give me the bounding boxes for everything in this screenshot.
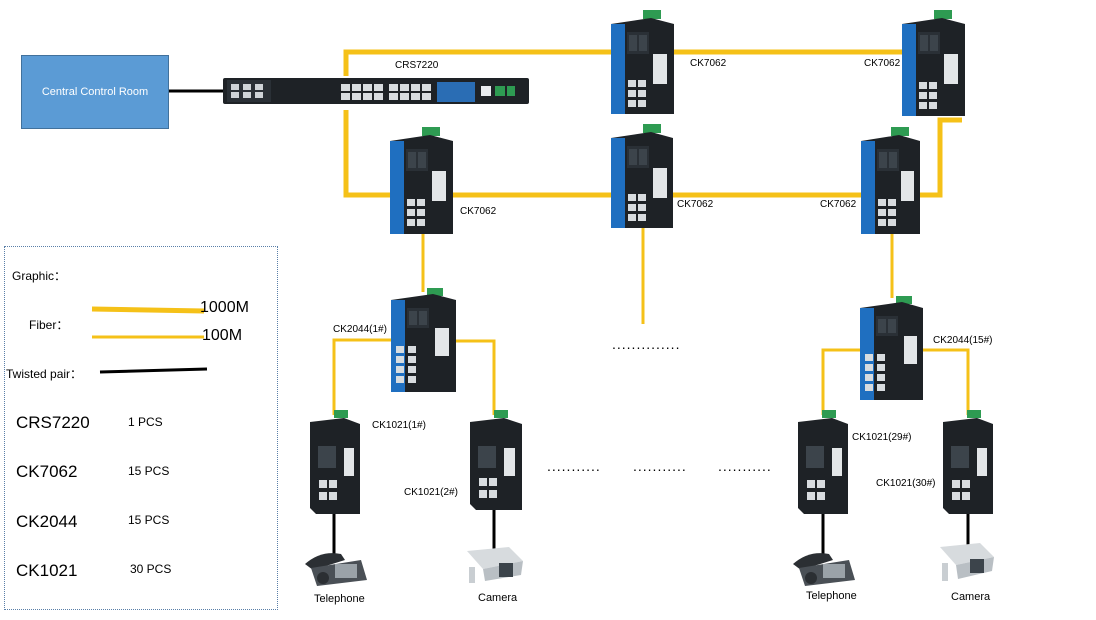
ring-switch-2 bbox=[902, 10, 965, 116]
legend-twisted-swatch bbox=[99, 367, 208, 374]
ellipsis: ........... bbox=[718, 458, 772, 474]
legend-item-count: 15 PCS bbox=[128, 464, 170, 478]
control-room-label: Central Control Room bbox=[41, 86, 149, 98]
edge-converter-1 bbox=[310, 410, 360, 514]
ring-switch-label: CK7062 bbox=[690, 58, 727, 69]
ring-switch-1 bbox=[611, 10, 674, 114]
ellipsis: ........... bbox=[633, 458, 687, 474]
central-control-room-box: Central Control Room bbox=[21, 55, 169, 129]
fiber-1000m-links bbox=[343, 49, 962, 198]
ellipsis: .............. bbox=[612, 336, 681, 352]
edge-converter-3 bbox=[798, 410, 848, 514]
ring-switch-label: CK7062 bbox=[864, 58, 901, 69]
legend-item-name: CK1021 bbox=[16, 561, 78, 580]
legend-1000m-label: 1000M bbox=[200, 299, 249, 316]
fiber-100m-links bbox=[92, 226, 970, 415]
edge-converter-label: CK1021(1#) bbox=[372, 420, 426, 431]
telephone-icon bbox=[793, 553, 855, 586]
legend-item-name: CK7062 bbox=[16, 462, 78, 481]
legend-item-name: CRS7220 bbox=[16, 413, 90, 432]
access-switch-label: CK2044(15#) bbox=[933, 335, 993, 346]
access-switch-1 bbox=[391, 288, 456, 392]
endpoint-label: Camera bbox=[478, 592, 518, 604]
legend-item-count: 15 PCS bbox=[128, 513, 170, 527]
legend-1000m-swatch bbox=[91, 306, 205, 314]
legend-100m-label: 100M bbox=[202, 327, 243, 344]
twisted-pair-links bbox=[167, 89, 970, 555]
edge-converter-label: CK1021(29#) bbox=[852, 432, 912, 443]
core-switch-label: CRS7220 bbox=[395, 60, 439, 71]
core-rack-switch bbox=[223, 78, 529, 104]
ring-switch-5 bbox=[861, 127, 920, 234]
legend-graphic-label: Graphic： bbox=[12, 269, 67, 283]
edge-converter-label: CK1021(30#) bbox=[876, 478, 936, 489]
ring-switch-label: CK7062 bbox=[677, 199, 714, 210]
endpoint-label: Camera bbox=[951, 591, 991, 603]
telephone-icon bbox=[305, 553, 367, 586]
edge-converter-label: CK1021(2#) bbox=[404, 487, 458, 498]
endpoint-label: Telephone bbox=[314, 593, 365, 605]
edge-converter-2 bbox=[470, 410, 522, 510]
legend-box bbox=[4, 246, 278, 610]
ring-switch-4 bbox=[611, 124, 673, 228]
access-switch-2 bbox=[860, 296, 923, 400]
legend-item-name: CK2044 bbox=[16, 512, 78, 531]
legend-item-count: 30 PCS bbox=[130, 562, 172, 576]
camera-icon bbox=[940, 543, 994, 581]
ring-switch-label: CK7062 bbox=[820, 199, 857, 210]
ellipsis: ........... bbox=[547, 458, 601, 474]
edge-converter-4 bbox=[943, 410, 993, 514]
ring-switch-label: CK7062 bbox=[460, 206, 497, 217]
legend-item-count: 1 PCS bbox=[128, 415, 163, 429]
legend-fiber-label: Fiber： bbox=[29, 318, 69, 332]
endpoint-label: Telephone bbox=[806, 590, 857, 602]
ring-switch-3 bbox=[390, 127, 453, 234]
access-switch-label: CK2044(1#) bbox=[333, 324, 387, 335]
camera-icon bbox=[467, 547, 523, 583]
legend-twisted-label: Twisted pair： bbox=[6, 367, 83, 381]
